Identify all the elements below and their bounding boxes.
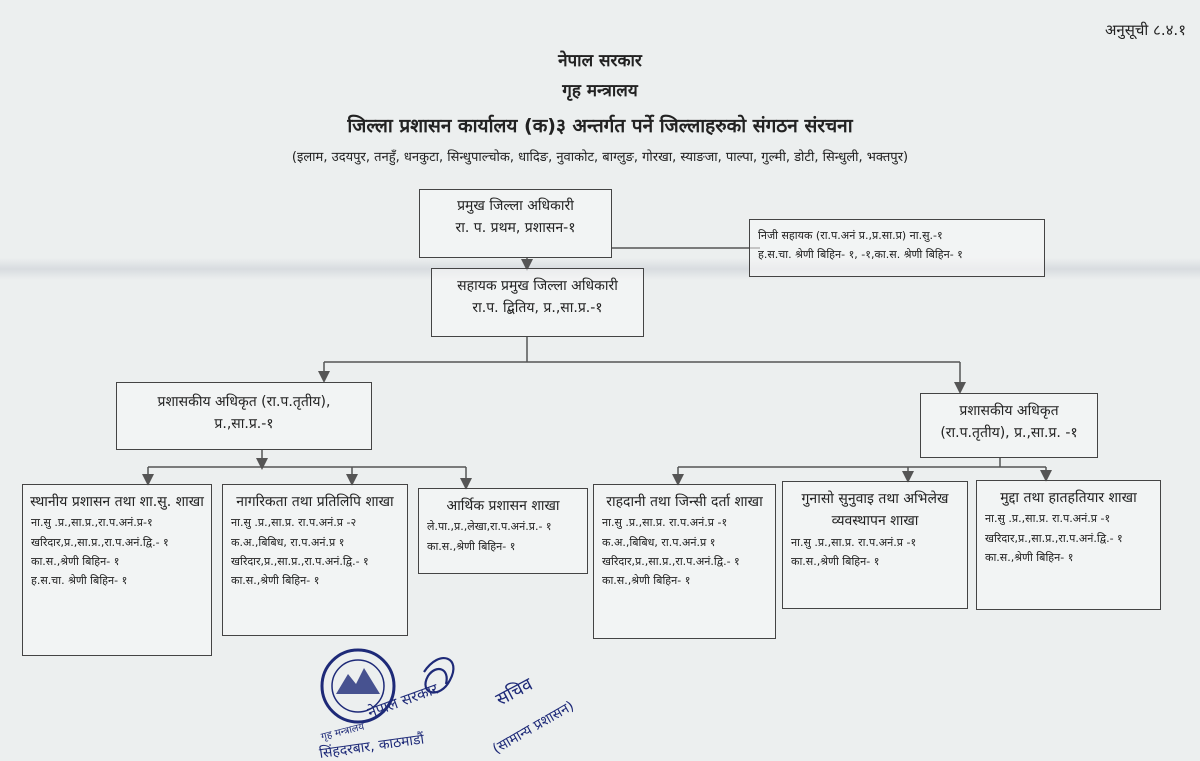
private-assistant-box: निजी सहायक (रा.प.अनं प्र.,प्र.सा.प्र) ना… [749, 219, 1045, 277]
section-staff-line: खरिदार,प्र.,सा.प्र.,रा.प.अनं.द्वि.- १ [231, 554, 369, 568]
admin-officer-left-box: प्रशासकीय अधिकृत (रा.प.तृतीय), प्र.,सा.प… [116, 382, 372, 450]
signature-title: सचिव [492, 673, 537, 711]
section-title: गुनासो सुनुवाइ तथा अभिलेख व्यवस्थापन शाख… [801, 491, 949, 530]
section-case-weapons: मुद्दा तथा हातहतियार शाखा ना.सु .प्र.,सा… [976, 480, 1161, 610]
official-seal-stamp: नेपाल सरकार गृह मन्त्रालय सिंहदरबार, काठ… [318, 648, 455, 761]
section-staff-line: ले.पा.,प्र.,लेखा,रा.प.अनं.प्र.- १ [427, 520, 552, 534]
section-passport: राहदानी तथा जिन्सी दर्ता शाखा ना.सु .प्र… [593, 484, 776, 639]
section-staff-line: ना.सु .प्र.,सा.प्र.,रा.प.अनं.प्र-१ [31, 516, 153, 530]
section-staff-line: का.स.,श्रेणी बिहिन- १ [31, 554, 120, 568]
section-staff-line: खरिदार,प्र.,सा.प्र.,रा.प.अनं.द्वि.- १ [985, 531, 1123, 545]
cdo-grade: रा. प. प्रथम, प्रशासन-१ [455, 220, 576, 237]
section-staff-line: का.स.,श्रेणी बिहिन- १ [427, 539, 516, 553]
section-staff-line: का.स.,श्रेणी बिहिन- १ [985, 550, 1074, 564]
section-staff-line: ना.सु .प्र.,सा.प्र. रा.प.अनं.प्र -२ [231, 516, 357, 530]
section-staff-line: खरिदार,प्र.,सा.प्र.,रा.प.अनं.द्वि.- १ [31, 535, 169, 549]
cdo-box: प्रमुख जिल्ला अधिकारी रा. प. प्रथम, प्रश… [419, 189, 612, 258]
private-assistant-line-2: ह.स.चा. श्रेणी बिहिन- १, -१,का.स. श्रेणी… [758, 248, 963, 262]
section-staff-line: ना.सु .प्र.,सा.प्र. रा.प.अनं.प्र -१ [985, 512, 1111, 526]
acdo-title: सहायक प्रमुख जिल्ला अधिकारी [457, 278, 618, 294]
ministry-title: गृह मन्त्रालय [562, 81, 638, 101]
section-title: स्थानीय प्रशासन तथा शा.सु. शाखा [30, 494, 204, 510]
section-staff-line: का.स.,श्रेणी बिहिन- १ [602, 574, 691, 588]
government-title: नेपाल सरकार [558, 51, 642, 71]
secretary-signature-stamp: सचिव (सामान्य प्रशासन) [490, 673, 577, 758]
acdo-box: सहायक प्रमुख जिल्ला अधिकारी रा.प. द्बिति… [431, 268, 644, 337]
admin-officer-right-box: प्रशासकीय अधिकृत (रा.प.तृतीय), प्र.,सा.प… [920, 393, 1098, 458]
chart-title: जिल्ला प्रशासन कार्यालय (क)३ अन्तर्गत पर… [347, 115, 853, 137]
section-staff-line: ना.सु .प्र.,सा.प्र. रा.प.अनं.प्र -१ [791, 535, 917, 549]
section-title: आर्थिक प्रशासन शाखा [446, 498, 560, 514]
admin-right-grade: (रा.प.तृतीय), प्र.,सा.प्र. -१ [940, 425, 1078, 442]
admin-left-grade: प्र.,सा.प्र.-१ [214, 416, 274, 433]
annex-number: अनुसूची ८.४.१ [1104, 21, 1186, 39]
acdo-grade: रा.प. द्बितिय, प्र.,सा.प्र.-१ [472, 300, 603, 317]
section-staff-line: ना.सु .प्र.,सा.प्र. रा.प.अनं.प्र -१ [602, 516, 728, 530]
section-finance: आर्थिक प्रशासन शाखा ले.पा.,प्र.,लेखा,रा.… [418, 488, 588, 574]
section-grievance: गुनासो सुनुवाइ तथा अभिलेख व्यवस्थापन शाख… [782, 481, 968, 609]
section-staff-line: क.अ.,बिबिध, रा.प.अनं.प्र १ [602, 535, 716, 549]
section-title: नागरिकता तथा प्रतिलिपि शाखा [236, 494, 394, 510]
section-citizenship: नागरिकता तथा प्रतिलिपि शाखा ना.सु .प्र.,… [222, 484, 408, 636]
section-title: राहदानी तथा जिन्सी दर्ता शाखा [606, 494, 763, 510]
admin-right-title: प्रशासकीय अधिकृत [959, 403, 1059, 419]
section-local-admin: स्थानीय प्रशासन तथा शा.सु. शाखा ना.सु .प… [22, 484, 212, 656]
section-staff-line: क.अ.,बिबिध, रा.प.अनं.प्र १ [231, 535, 345, 549]
admin-left-title: प्रशासकीय अधिकृत (रा.प.तृतीय), [157, 394, 331, 410]
section-title: मुद्दा तथा हातहतियार शाखा [1000, 490, 1137, 506]
district-list: (इलाम, उदयपुर, तनहुँ, धनकुटा, सिन्धुपाल्… [291, 150, 909, 165]
section-staff-line: खरिदार,प्र.,सा.प्र.,रा.प.अनं.द्वि.- १ [602, 554, 740, 568]
section-staff-line: का.स.,श्रेणी बिहिन- १ [231, 574, 320, 588]
seal-text-government: नेपाल सरकार [365, 679, 441, 721]
private-assistant-line-1: निजी सहायक (रा.प.अनं प्र.,प्र.सा.प्र) ना… [758, 229, 943, 242]
section-staff-line: ह.स.चा. श्रेणी बिहिन- १ [31, 574, 128, 588]
section-staff-line: का.स.,श्रेणी बिहिन- १ [791, 555, 880, 569]
cdo-title: प्रमुख जिल्ला अधिकारी [457, 198, 574, 214]
